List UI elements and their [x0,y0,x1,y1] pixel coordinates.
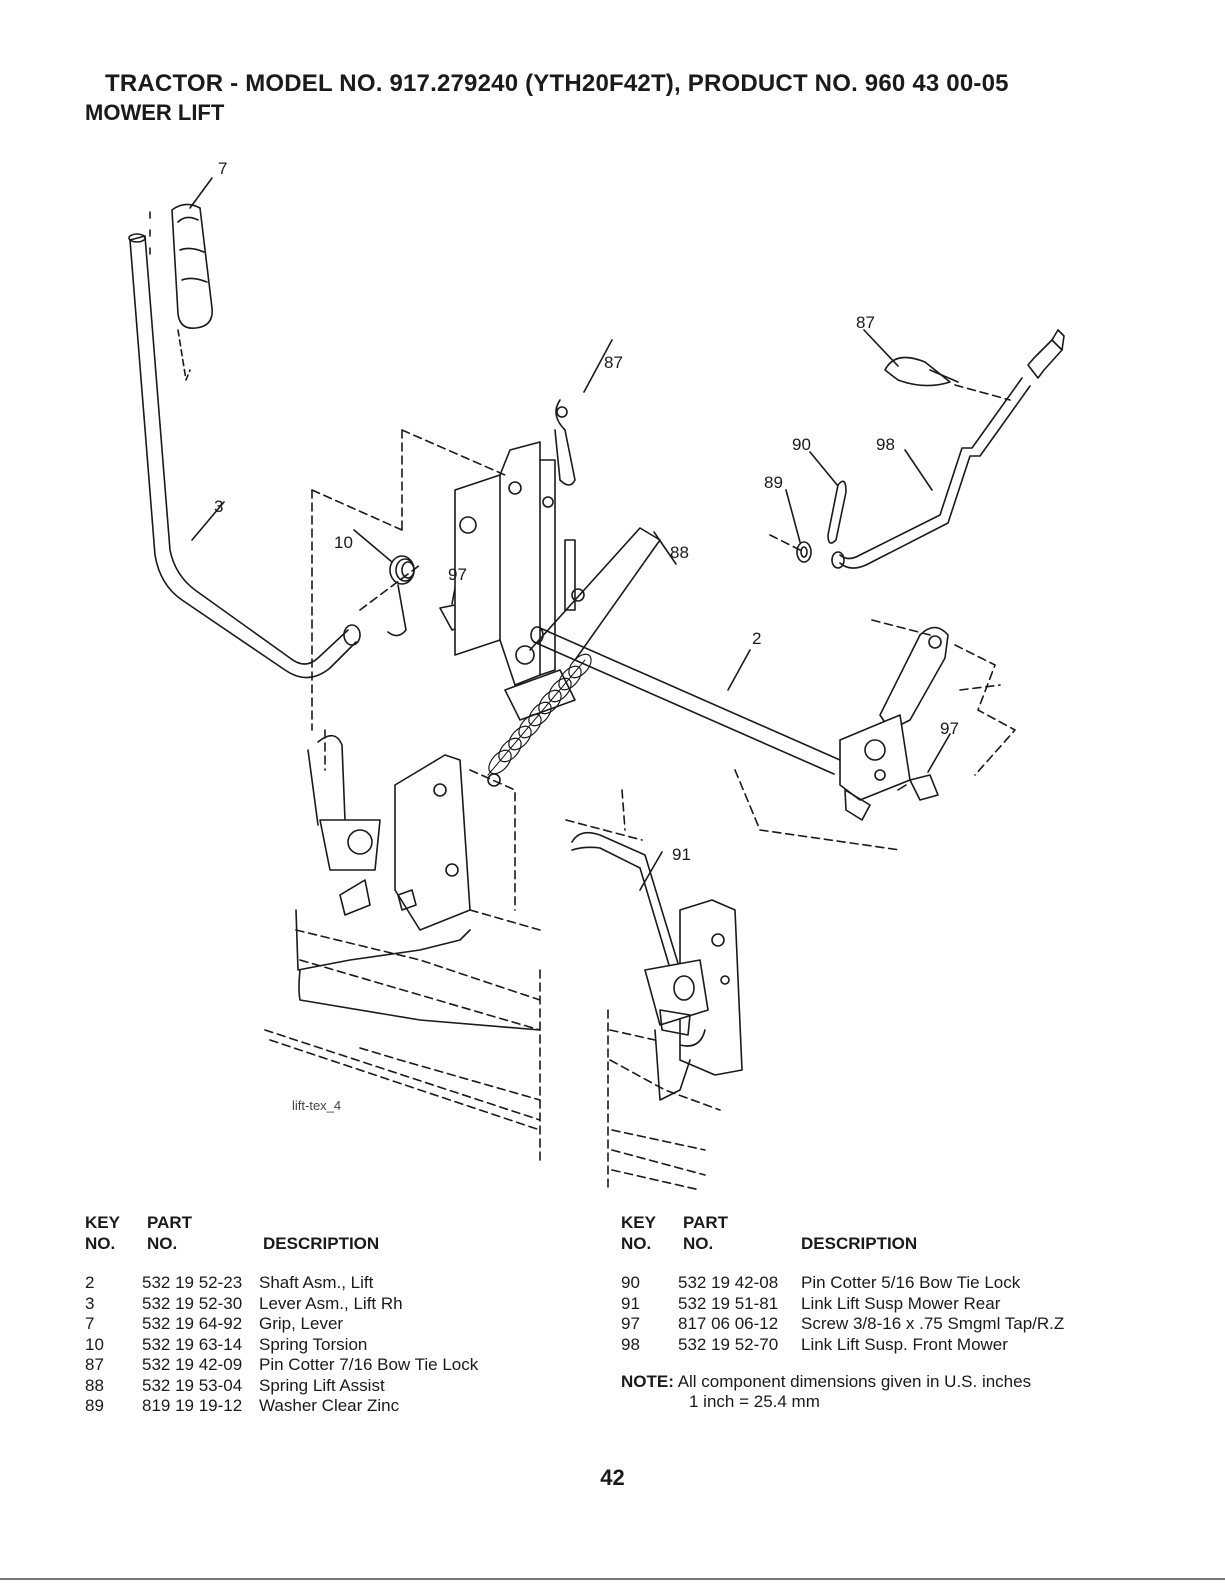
header-part-line1: PART [683,1213,729,1232]
screw-part-right [897,774,939,801]
lift-lever-part [128,233,361,679]
front-link-part [831,329,1065,569]
page-number: 42 [600,1465,625,1490]
note-conversion: 1 inch = 25.4 mm [689,1392,820,1411]
diagram-reference-label: lift-tex_4 [292,1098,341,1113]
callout-7: 7 [218,159,227,178]
lift-assist-spring-part [487,527,661,787]
callout-87-right: 87 [856,313,875,332]
grip-lever-part [171,203,213,330]
torsion-spring-part [387,555,415,637]
right-lift-arm-part [839,626,949,821]
mounting-bracket-part [454,441,585,721]
page-title: TRACTOR - MODEL NO. 917.279240 (YTH20F42… [105,70,1009,97]
header-part-line2: NO. [683,1234,714,1253]
callout-98: 98 [876,435,895,454]
header-key-line1: KEY [621,1213,656,1232]
parts-table-header: KEY NO. PART NO. DESCRIPTION [85,1213,545,1259]
note-text: All component dimensions given in U.S. i… [677,1372,1032,1391]
callout-10: 10 [334,533,353,552]
callout-87-middle: 87 [604,353,623,372]
mower-deck-left-part [295,909,541,1031]
bottom-divider [0,1578,1225,1580]
callout-97-right: 97 [940,719,959,738]
callout-89: 89 [764,473,783,492]
callout-90: 90 [792,435,811,454]
header-description: DESCRIPTION [263,1234,380,1253]
callout-2: 2 [752,629,761,648]
header-part-line1: PART [147,1213,193,1232]
parts-table-header: KEY NO. PART NO. DESCRIPTION [621,1213,1141,1259]
mower-deck-right-part [654,1029,691,1101]
header-key-line2: NO. [621,1234,652,1253]
header-key-line2: NO. [85,1234,116,1253]
pin-cotter-part-middle [554,399,576,486]
callout-88: 88 [670,543,689,562]
header-key-line1: KEY [85,1213,120,1232]
pin-washer-part [796,480,847,563]
lift-shaft-part [530,626,841,775]
note-label: NOTE: [621,1372,674,1391]
pin-cotter-part-right [884,356,959,387]
section-title: MOWER LIFT [85,100,225,125]
right-mower-bracket-part [644,899,743,1076]
rear-link-part [571,831,681,976]
header-description: DESCRIPTION [801,1234,918,1253]
callout-3: 3 [214,497,223,516]
mower-lift-diagram: 7 3 10 97 87 87 90 98 89 88 2 97 91 lift… [128,159,1065,1191]
callout-97-left: 97 [448,565,467,584]
callout-91: 91 [672,845,691,864]
left-mower-bracket-part [307,734,471,931]
header-part-line2: NO. [147,1234,178,1253]
dimensions-note: NOTE: All component dimensions given in … [621,1372,1031,1412]
